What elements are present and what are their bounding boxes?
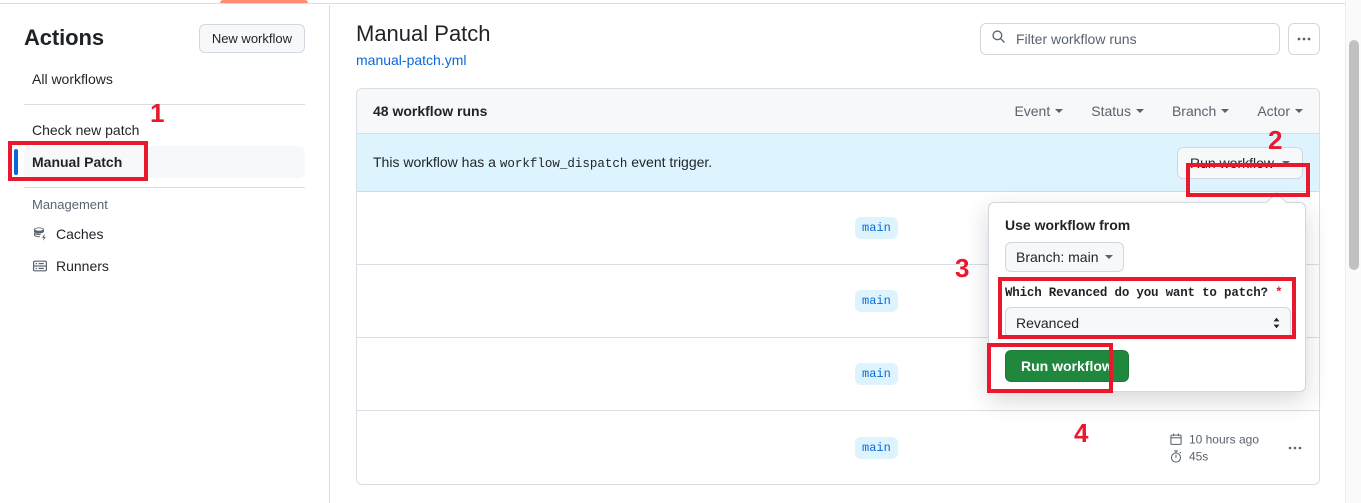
sidebar-item-all-workflows[interactable]: All workflows bbox=[24, 63, 305, 95]
branch-badge: main bbox=[855, 436, 898, 459]
workflow-input-label: Which Revanced do you want to patch? * bbox=[1005, 286, 1289, 300]
sidebar-item-check-new-patch[interactable]: Check new patch bbox=[24, 114, 305, 146]
cache-icon bbox=[32, 226, 48, 242]
sidebar-group-management: Management bbox=[32, 197, 108, 212]
duration-text: 45s bbox=[1188, 449, 1209, 463]
runs-filters: Event Status Branch Actor bbox=[1014, 103, 1303, 119]
sidebar-title: Actions bbox=[24, 25, 104, 50]
run-meta: 10 hours ago 45s bbox=[1169, 432, 1259, 463]
vertical-scrollbar[interactable] bbox=[1345, 0, 1361, 503]
chevron-down-icon bbox=[1135, 109, 1144, 113]
dispatch-prefix: This workflow has a bbox=[373, 154, 496, 170]
use-workflow-from-label: Use workflow from bbox=[1005, 217, 1131, 233]
search-box[interactable] bbox=[980, 23, 1280, 55]
sidebar-item-manual-patch[interactable]: Manual Patch bbox=[14, 146, 305, 178]
workflow-dispatch-banner: This workflow has a workflow_dispatch ev… bbox=[357, 134, 1319, 192]
date-text: 10 hours ago bbox=[1188, 432, 1259, 446]
filter-actor[interactable]: Actor bbox=[1257, 103, 1303, 119]
calendar-icon bbox=[1170, 432, 1182, 445]
input-label-text: Which Revanced do you want to patch? bbox=[1005, 286, 1268, 300]
duration-line: 45s bbox=[1169, 449, 1259, 463]
chevron-down-icon bbox=[1295, 109, 1303, 113]
run-workflow-submit-button[interactable]: Run workflow bbox=[1005, 350, 1129, 382]
sidebar-item-label: Caches bbox=[56, 226, 104, 242]
scrollbar-thumb[interactable] bbox=[1349, 40, 1359, 270]
kebab-horizontal-icon[interactable] bbox=[1288, 23, 1320, 55]
sidebar-item-label: Check new patch bbox=[32, 122, 140, 138]
runs-header: 48 workflow runs Event Status Branch bbox=[357, 89, 1319, 134]
top-tab-strip bbox=[0, 0, 1345, 4]
branch-select-label: Branch: main bbox=[1016, 249, 1099, 265]
search-input[interactable] bbox=[1014, 30, 1269, 48]
table-row[interactable]: main bbox=[357, 192, 1319, 265]
dispatch-suffix: event trigger. bbox=[631, 154, 713, 170]
sidebar-item-label: Runners bbox=[56, 258, 109, 274]
table-row[interactable]: main bbox=[357, 265, 1319, 338]
row-kebab-icon[interactable] bbox=[1287, 440, 1303, 456]
revanced-select-value: Revanced bbox=[1016, 314, 1080, 331]
stopwatch-icon bbox=[1170, 449, 1182, 463]
filter-branch[interactable]: Branch bbox=[1171, 103, 1230, 119]
sidebar-item-label: All workflows bbox=[32, 71, 113, 87]
sidebar-item-runners[interactable]: Runners bbox=[24, 250, 305, 282]
sidebar-item-label: Manual Patch bbox=[32, 154, 123, 170]
branch-badge: main bbox=[855, 363, 898, 385]
required-marker: * bbox=[1275, 286, 1283, 300]
filter-label: Actor bbox=[1257, 103, 1290, 119]
table-row[interactable]: main 10 hours ago bbox=[357, 411, 1319, 484]
main-header: Manual Patch manual-patch.yml bbox=[356, 19, 1320, 71]
runs-count: 48 workflow runs bbox=[373, 103, 488, 119]
header-actions bbox=[980, 23, 1320, 55]
page-title: Manual Patch bbox=[356, 21, 491, 46]
active-tab-indicator bbox=[220, 0, 308, 3]
run-workflow-dropdown-button[interactable]: Run workflow bbox=[1176, 146, 1303, 179]
sidebar-list: All workflows Check new patch Manual Pat… bbox=[14, 63, 305, 282]
filter-label: Status bbox=[1091, 103, 1131, 119]
run-workflow-label: Run workflow bbox=[1189, 154, 1274, 171]
filter-label: Event bbox=[1014, 103, 1051, 119]
filter-label: Branch bbox=[1171, 103, 1217, 119]
filter-status[interactable]: Status bbox=[1091, 103, 1144, 119]
select-arrows-icon bbox=[1272, 316, 1281, 330]
sidebar-divider-2 bbox=[24, 187, 305, 188]
dispatch-banner-text: This workflow has a workflow_dispatch ev… bbox=[373, 154, 712, 171]
filter-event[interactable]: Event bbox=[1014, 103, 1064, 119]
dispatch-event-code: workflow_dispatch bbox=[499, 157, 628, 171]
revanced-select[interactable]: Revanced bbox=[1005, 307, 1291, 338]
search-icon bbox=[991, 29, 1006, 49]
actions-sidebar: Actions New workflow All workflows Check… bbox=[0, 5, 330, 503]
sidebar-divider-1 bbox=[24, 104, 305, 105]
chevron-down-icon bbox=[1055, 109, 1064, 113]
branch-select-button[interactable]: Branch: main bbox=[1005, 242, 1125, 272]
sidebar-header: Actions New workflow bbox=[24, 5, 305, 53]
chevron-down-icon bbox=[1221, 109, 1230, 113]
branch-badge: main bbox=[855, 290, 898, 312]
run-workflow-popup: Use workflow from Branch: main Which Rev… bbox=[988, 202, 1306, 392]
server-icon bbox=[32, 258, 48, 274]
chevron-down-icon bbox=[1282, 160, 1290, 165]
workflow-file-link[interactable]: manual-patch.yml bbox=[356, 52, 467, 68]
sidebar-item-caches[interactable]: Caches bbox=[24, 218, 305, 250]
new-workflow-button[interactable]: New workflow bbox=[198, 23, 305, 53]
chevron-down-icon bbox=[1105, 255, 1114, 259]
branch-badge: main bbox=[855, 217, 898, 239]
page-heading-block: Manual Patch manual-patch.yml bbox=[356, 19, 491, 71]
date-line: 10 hours ago bbox=[1169, 432, 1259, 446]
